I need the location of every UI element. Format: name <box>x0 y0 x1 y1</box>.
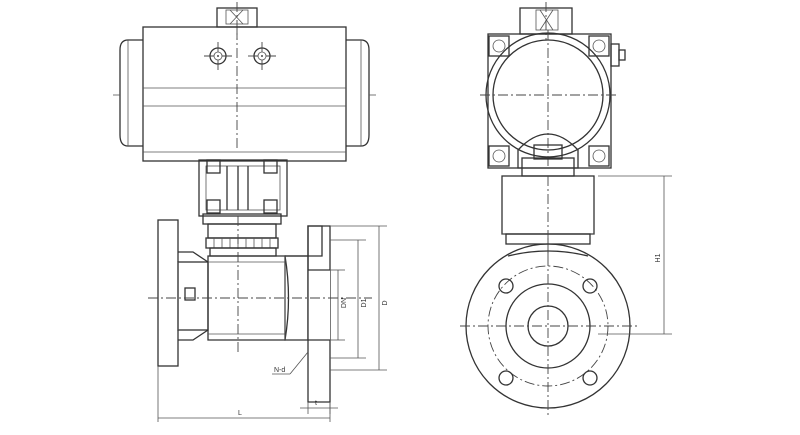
side-flange <box>460 238 640 416</box>
dim-label-dn: DN <box>341 298 348 308</box>
actuator-body <box>113 26 376 162</box>
bolt-hole-icon <box>582 370 598 386</box>
bolt-hole-icon <box>498 370 514 386</box>
dim-label-h1: H1 <box>655 253 662 262</box>
dimension-lines: DN D1 D N-d t L <box>157 225 389 422</box>
corner-bolt-icon <box>588 35 610 57</box>
bolt-hole-icon <box>582 278 598 294</box>
dim-label-n-d: N-d <box>274 367 285 374</box>
right-flange-section <box>284 225 331 403</box>
left-flange <box>157 219 209 367</box>
corner-bolt-icon <box>488 35 510 57</box>
dim-label-t: t <box>315 400 317 407</box>
side-view: H1 <box>460 2 672 416</box>
corner-bolt-icon <box>588 145 610 167</box>
dim-label-l: L <box>238 410 242 417</box>
corner-bolt-icon <box>488 145 510 167</box>
side-actuator-body <box>480 30 626 177</box>
mounting-bracket <box>198 159 288 225</box>
bolt-hole-icon <box>498 278 514 294</box>
front-view: DN D1 D N-d t L <box>113 2 389 422</box>
dim-label-d1: D1 <box>361 298 368 307</box>
dim-label-d: D <box>382 300 389 305</box>
dim-h1: H1 <box>598 175 672 335</box>
valve-neck <box>205 223 279 257</box>
